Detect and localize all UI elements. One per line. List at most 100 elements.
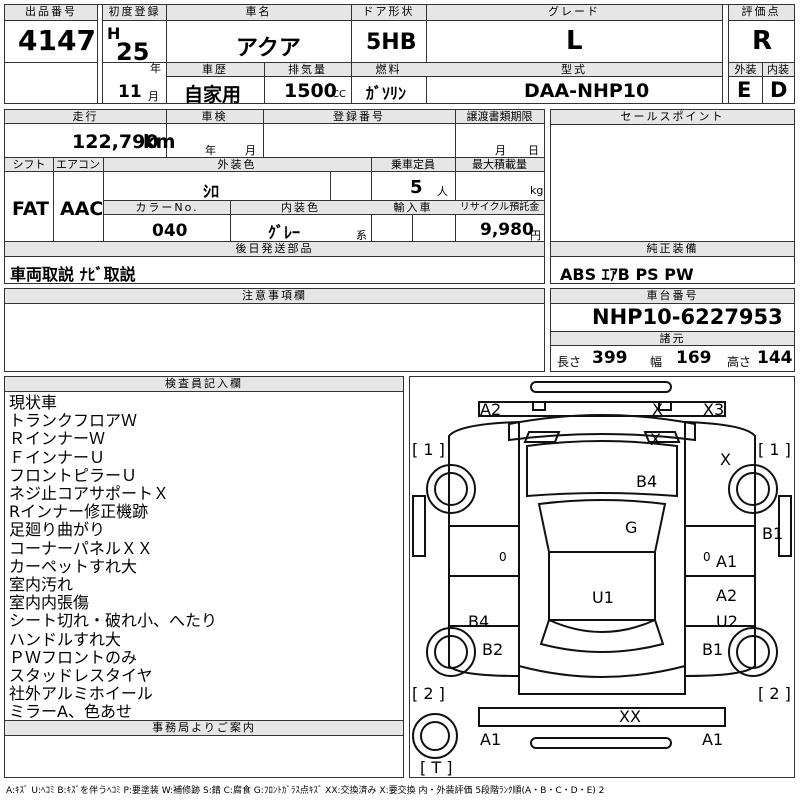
diagram-label-two-left: [ 2 ] <box>412 684 445 703</box>
inspector-note-line: 現状車 <box>9 393 58 412</box>
exterior-value: E <box>737 78 752 102</box>
year-value: 25 <box>116 38 150 66</box>
interior-value: D <box>770 78 788 102</box>
inspector-note-line: ＲインナーＷ <box>9 429 106 449</box>
car-name-header: 車名 <box>166 5 351 21</box>
ac-header: エアコン <box>53 158 103 172</box>
inspector-note-line: フロントピラーＵ <box>9 465 138 485</box>
interior-color-value: ｸﾞﾚｰ <box>268 223 301 242</box>
reg-no-header: 登録番号 <box>263 110 455 124</box>
chassis-header: 車台番号 <box>551 289 794 304</box>
score-header: 評価点 <box>728 5 794 21</box>
color-no-header: カラーNo. <box>104 201 230 215</box>
sales-points-header: セールスポイント <box>551 110 794 125</box>
chassis-number: NHP10-6227953 <box>592 305 783 329</box>
inspector-note-line: 足廻り曲がり <box>9 520 106 540</box>
deadline-header: 譲渡書類期限 <box>455 110 544 124</box>
length-value: 399 <box>592 348 628 368</box>
car-name-value: アクア <box>236 36 301 61</box>
diagram-label-a2-top: A2 <box>480 400 502 419</box>
grade-value: L <box>566 26 583 56</box>
month-value: 11 <box>118 82 142 102</box>
diagram-label-x-mid: X <box>650 430 661 449</box>
capacity-unit: 人 <box>437 185 448 198</box>
later-parts-header: 後日発送部品 <box>5 242 544 257</box>
top-info-panel <box>4 4 795 104</box>
inspector-note-line: 室内内張傷 <box>9 593 90 613</box>
inspector-note-line: ハンドルすれ大 <box>9 629 122 649</box>
fuel-value: ｶﾞｿﾘﾝ <box>366 84 407 103</box>
interior-color-suffix: 系 <box>356 229 367 242</box>
door-header: ドア形状 <box>351 5 426 21</box>
ac-value: AAC <box>60 198 104 220</box>
model-code-header: 型式 <box>426 63 722 77</box>
capacity-header: 乗車定員 <box>371 158 455 172</box>
score-value: R <box>752 26 773 56</box>
diagram-label-b4-top: B4 <box>636 472 658 491</box>
inspector-note-line: ＰＷフロントのみ <box>9 647 138 667</box>
diagram-label-u2: U2 <box>716 612 738 631</box>
lot-no-header: 出品番号 <box>5 5 97 21</box>
notes-header: 注意事項欄 <box>5 289 544 304</box>
diagram-label-u1: U1 <box>592 588 614 607</box>
diagram-label-g: G <box>625 518 638 537</box>
diagram-label-b2: B2 <box>482 640 504 659</box>
model-code-value: DAA-NHP10 <box>524 80 650 102</box>
mileage-value: 122,790 <box>72 131 159 153</box>
interior-color-header: 内装色 <box>230 201 371 215</box>
diagram-label-zero-left: 0 <box>499 550 507 564</box>
displacement-unit: CC <box>332 89 346 100</box>
max-load-header: 最大積載量 <box>455 158 544 172</box>
inspection-month-unit: 月 <box>245 144 256 157</box>
deadline-day-unit: 日 <box>528 144 539 157</box>
lot-number: 4147 <box>18 24 96 57</box>
inspector-note-line: シート切れ・破れ小、へたり <box>9 611 218 631</box>
recycle-value: 9,980 <box>480 220 534 240</box>
spec-header: 諸元 <box>551 332 794 346</box>
inspector-note-line: ＦインナーＵ <box>9 447 106 467</box>
equipment-header: 純正装備 <box>551 242 794 257</box>
inspector-note-line: 社外アルミホイール <box>9 684 153 704</box>
damage-diagram-panel <box>409 376 795 778</box>
vehicle-details-panel <box>4 109 545 284</box>
inspection-header: 車検 <box>166 110 263 124</box>
office-header: 事務局よりご案内 <box>5 721 403 736</box>
diagram-label-two-right: [ 2 ] <box>758 684 791 703</box>
diagram-label-b4-left: B4 <box>468 612 490 631</box>
color-no-value: 040 <box>152 221 188 241</box>
era-value: H <box>107 24 121 43</box>
diagram-label-zero-right: 0 <box>703 550 711 564</box>
door-value: 5HB <box>366 30 417 55</box>
diagram-label-x3: X3 <box>703 400 725 419</box>
width-label: 幅 <box>650 355 663 369</box>
exterior-header: 外装 <box>729 63 762 77</box>
diagram-label-x-top: X <box>652 400 663 419</box>
inspection-year-unit: 年 <box>205 144 216 157</box>
inspector-note-line: スタッドレスタイヤ <box>9 666 153 686</box>
diagram-label-one-right: [ 1 ] <box>758 440 791 459</box>
interior-header: 内装 <box>762 63 794 77</box>
height-value: 144 <box>757 348 793 368</box>
first-reg-header: 初度登録 <box>103 5 166 21</box>
color-header: 外装色 <box>103 158 371 172</box>
diagram-label-a2-right: A2 <box>716 586 738 605</box>
chassis-panel <box>550 288 795 372</box>
recycle-unit: 円 <box>530 229 541 242</box>
displacement-header: 排気量 <box>264 63 351 77</box>
shift-value: FAT <box>12 198 49 220</box>
diagram-label-a1-bottom-left: A1 <box>480 730 502 749</box>
inspector-note-line: トランクフロアＷ <box>9 411 138 431</box>
sales-points-panel <box>550 109 795 284</box>
mileage-unit: km <box>143 131 176 153</box>
recycle-header: リサイクル預託金 <box>455 201 544 215</box>
capacity-value: 5 <box>410 177 423 198</box>
notes-panel <box>4 288 545 372</box>
diagram-label-a1-bottom-right: A1 <box>702 730 724 749</box>
inspector-note-line: コーナーパネルＸＸ <box>9 538 153 558</box>
shift-header: シフト <box>5 158 53 172</box>
diagram-label-t: [ T ] <box>420 758 453 777</box>
diagram-label-b1-lower: B1 <box>702 640 724 659</box>
diagram-label-x-right: X <box>720 450 731 469</box>
car-body-diagram <box>412 381 792 759</box>
history-value: 自家用 <box>184 84 242 106</box>
